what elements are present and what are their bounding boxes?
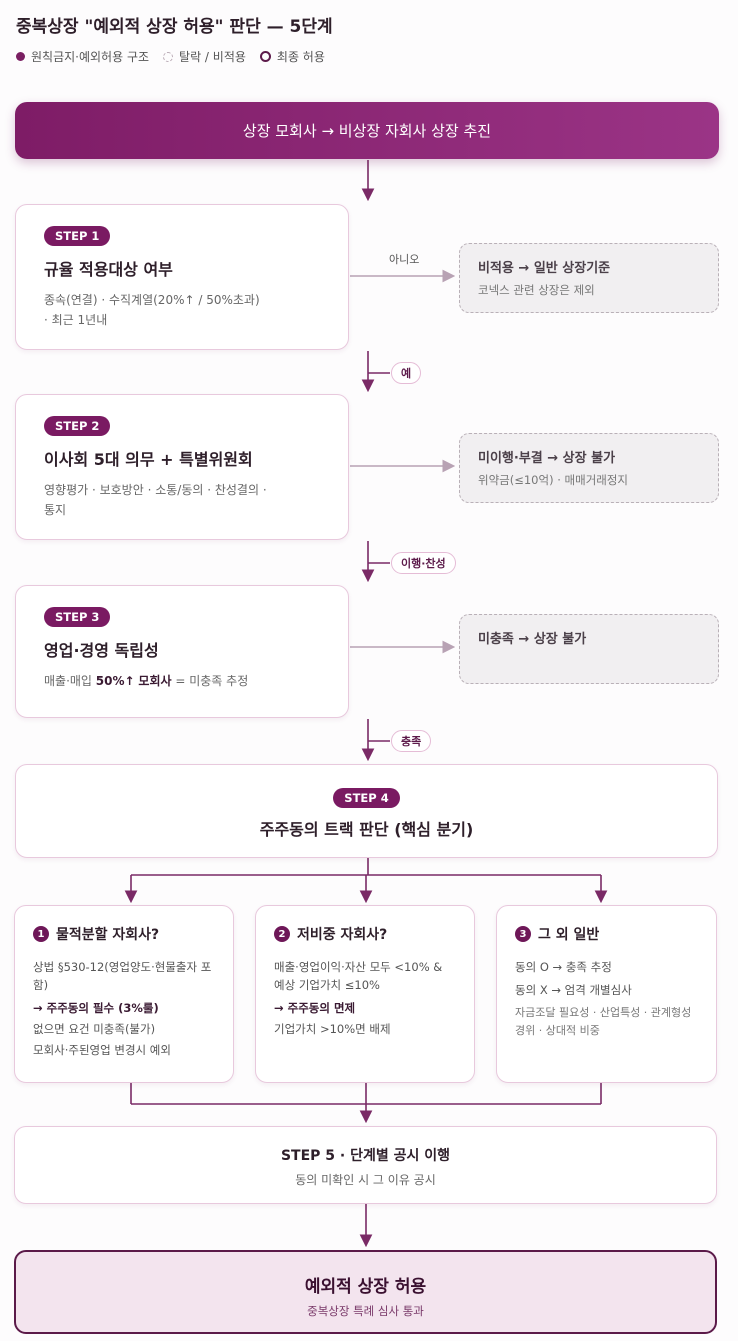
track1-title: 물적분할 자회사? xyxy=(56,927,160,943)
final-approval-box: 예외적 상장 허용 중복상장 특례 심사 통과 xyxy=(14,1250,717,1334)
step1-reject-desc: 코넥스 관련 상장은 제외 xyxy=(478,283,595,297)
step3-tag: STEP 3 xyxy=(44,607,111,627)
step1-card: STEP 1 규율 적용대상 여부 종속(연결) · 수직계열(20%↑ / 5… xyxy=(15,204,349,350)
step5-desc: 동의 미확인 시 그 이유 공시 xyxy=(295,1173,436,1187)
step3-desc: 매출·매입 50%↑ 모회사 = 미충족 추정 xyxy=(44,674,249,688)
step2-card: STEP 2 이사회 5대 의무 + 특별위원회 영향평가 · 보호방안 · 소… xyxy=(15,394,349,540)
step4-card: STEP 4 주주동의 트랙 판단 (핵심 분기) xyxy=(15,764,718,858)
number-2-icon: 2 xyxy=(274,926,290,942)
dashed-circle-icon xyxy=(163,51,174,62)
final-desc: 중복상장 특례 심사 통과 xyxy=(307,1304,424,1318)
step1-pass-chip: 예 xyxy=(391,362,422,384)
number-3-icon: 3 xyxy=(515,926,531,942)
solid-dot-icon xyxy=(16,52,25,61)
step2-desc: 영향평가 · 보호방안 · 소통/동의 · 찬성결의 · 통지 xyxy=(44,483,267,517)
track3-title: 그 외 일반 xyxy=(538,927,600,943)
step1-heading: 규율 적용대상 여부 xyxy=(44,260,173,279)
step1-reject-title: 비적용 → 일반 상장기준 xyxy=(478,261,611,276)
page-title: 중복상장 "예외적 상장 허용" 판단 — 5단계 xyxy=(16,17,333,37)
step5-card: STEP 5 · 단계별 공시 이행 동의 미확인 시 그 이유 공시 xyxy=(14,1126,717,1204)
step1-desc: 종속(연결) · 수직계열(20%↑ / 50%초과) · 최근 1년내 xyxy=(44,293,260,327)
start-banner: 상장 모회사 → 비상장 자회사 상장 추진 xyxy=(15,102,719,159)
legend-item-structure: 원칙금지·예외허용 구조 xyxy=(16,48,149,65)
legend-item-rejected: 탈락 / 비적용 xyxy=(163,48,246,65)
step2-reject-box: 미이행·부결 → 상장 불가 위약금(≤10억) · 매매거래정지 xyxy=(459,433,719,503)
ring-icon xyxy=(259,51,271,62)
step5-heading: STEP 5 · 단계별 공시 이행 xyxy=(280,1148,451,1164)
legend: 원칙금지·예외허용 구조 탈락 / 비적용 최종 허용 xyxy=(16,48,325,65)
step1-no-label: 아니오 xyxy=(389,253,420,266)
step4-tag: STEP 4 xyxy=(333,788,400,808)
step3-reject-title: 미충족 → 상장 불가 xyxy=(478,632,587,647)
step1-tag: STEP 1 xyxy=(44,226,111,246)
step3-reject-box: 미충족 → 상장 불가 xyxy=(459,614,719,684)
step4-heading: 주주동의 트랙 판단 (핵심 분기) xyxy=(259,820,474,839)
number-1-icon: 1 xyxy=(33,926,49,942)
track2-title: 저비중 자회사? xyxy=(297,927,388,943)
step2-pass-chip: 이행·찬성 xyxy=(391,552,456,574)
final-heading: 예외적 상장 허용 xyxy=(304,1277,427,1297)
step2-reject-title: 미이행·부결 → 상장 불가 xyxy=(478,451,616,466)
step3-pass-chip: 충족 xyxy=(391,730,432,752)
legend-item-final: 최종 허용 xyxy=(259,48,325,65)
step1-reject-box: 비적용 → 일반 상장기준 코넥스 관련 상장은 제외 xyxy=(459,243,719,313)
step2-tag: STEP 2 xyxy=(44,416,111,436)
step2-heading: 이사회 5대 의무 + 특별위원회 xyxy=(44,450,253,469)
step3-heading: 영업·경영 독립성 xyxy=(44,641,159,660)
step3-card: STEP 3 영업·경영 독립성 매출·매입 50%↑ 모회사 = 미충족 추정 xyxy=(15,585,349,718)
step2-reject-desc: 위약금(≤10억) · 매매거래정지 xyxy=(478,473,629,487)
